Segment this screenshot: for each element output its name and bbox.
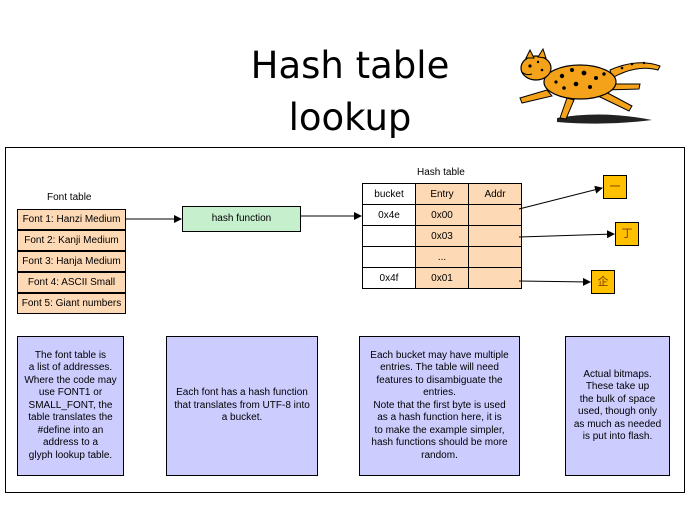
bucket-cell xyxy=(362,225,416,247)
header-addr: Addr xyxy=(468,183,522,205)
entry-cell: 0x03 xyxy=(415,225,469,247)
note-hash-function: Each font has a hash function that trans… xyxy=(166,336,318,476)
note-font-table: The font table is a list of addresses. W… xyxy=(17,336,124,476)
note-buckets: Each bucket may have multiple entries. T… xyxy=(359,336,520,476)
table-row: 0x4f 0x01 xyxy=(362,267,522,289)
glyph-bitmap: 企 xyxy=(591,270,615,294)
note-bitmaps: Actual bitmaps. These take up the bulk o… xyxy=(565,336,670,476)
addr-cell xyxy=(468,246,522,268)
font-table-label: Font table xyxy=(47,192,92,203)
table-row: 0x03 xyxy=(362,225,522,247)
hash-table-header-row: bucket Entry Addr xyxy=(362,183,522,205)
addr-cell xyxy=(468,267,522,289)
hash-table: bucket Entry Addr 0x4e 0x00 0x03 ... 0x4… xyxy=(362,183,522,289)
cheetah-icon xyxy=(519,47,661,124)
header-bucket: bucket xyxy=(362,183,416,205)
font-table-row: Font 3: Hanja Medium xyxy=(17,251,126,272)
font-table-row: Font 5: Giant numbers xyxy=(17,293,126,314)
font-table-row: Font 1: Hanzi Medium xyxy=(17,209,126,230)
table-row: ... xyxy=(362,246,522,268)
bucket-cell: 0x4f xyxy=(362,267,416,289)
entry-cell: ... xyxy=(415,246,469,268)
hash-table-label: Hash table xyxy=(417,167,465,178)
glyph-bitmap: 丁 xyxy=(615,222,639,246)
header-entry: Entry xyxy=(415,183,469,205)
entry-cell: 0x01 xyxy=(415,267,469,289)
entry-cell: 0x00 xyxy=(415,204,469,226)
slide-title: Hash table lookup xyxy=(250,44,450,139)
addr-cell xyxy=(468,225,522,247)
bucket-cell xyxy=(362,246,416,268)
bucket-cell: 0x4e xyxy=(362,204,416,226)
glyph-bitmap: 一 xyxy=(603,175,627,199)
table-row: 0x4e 0x00 xyxy=(362,204,522,226)
font-table-row: Font 2: Kanji Medium xyxy=(17,230,126,251)
addr-cell xyxy=(468,204,522,226)
font-table-row: Font 4: ASCII Small xyxy=(17,272,126,293)
hash-function-box: hash function xyxy=(182,206,301,232)
diagram-frame xyxy=(5,147,685,493)
